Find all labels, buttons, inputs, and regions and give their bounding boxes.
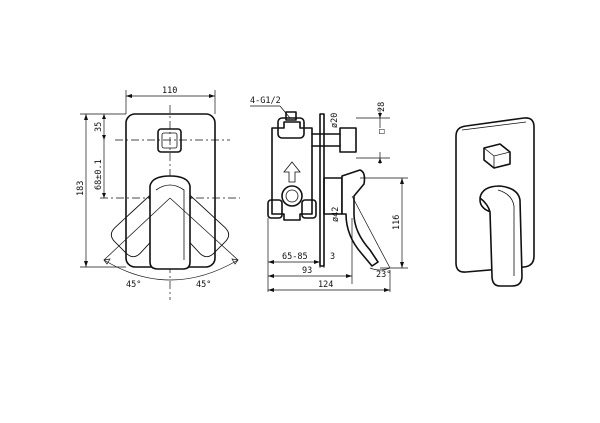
- flow-arrow-icon: [283, 161, 301, 183]
- diverter-button: [157, 128, 182, 153]
- center-distance-dimension: 68±0.1: [94, 159, 104, 190]
- cap-square-symbol: □: [377, 129, 387, 134]
- front-view: 45° 45° 110 183 35 68±0.1: [76, 86, 240, 300]
- height-dimension: 183: [76, 181, 86, 196]
- angle-right-label: 45°: [196, 280, 211, 290]
- outlet-diameter: ø20: [330, 113, 340, 128]
- inlet-port: [281, 185, 303, 207]
- depth-range-dimension: 65-85: [282, 252, 308, 262]
- handle-height-dimension: 116: [392, 215, 402, 230]
- perspective-button: [483, 143, 511, 169]
- thread-label: 4-G1/2: [250, 96, 281, 106]
- perspective-view: [455, 117, 535, 287]
- lever-handle: [149, 175, 191, 270]
- perspective-lever: [479, 185, 523, 287]
- plate-thickness-dimension: 3: [330, 252, 335, 262]
- button-offset-dimension: 35: [94, 122, 104, 132]
- side-view: 28 □ ø20 ø42 4-G1/2 116 23°: [250, 96, 408, 292]
- width-dimension: 110: [162, 86, 177, 96]
- rotation-arc: [103, 259, 239, 281]
- body-diameter: ø42: [331, 207, 341, 222]
- handle-rotated-left-ghost: [148, 176, 230, 258]
- total-depth-dimension: 124: [318, 280, 333, 290]
- valve-body: [271, 121, 313, 221]
- angle-left-label: 45°: [126, 280, 141, 290]
- perspective-faceplate: [455, 117, 535, 273]
- handle-rotated-right-ghost: [110, 176, 192, 258]
- side-lever-handle: [341, 169, 379, 267]
- depth-to-handle-dimension: 93: [302, 266, 312, 276]
- handle-angle: 23°: [376, 270, 391, 280]
- cap-dimension: 28: [377, 102, 387, 112]
